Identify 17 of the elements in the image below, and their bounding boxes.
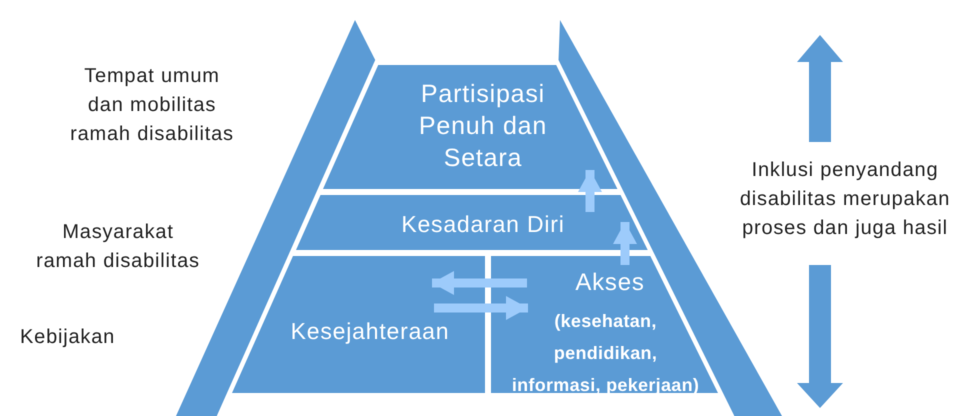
block-arrow — [578, 170, 602, 212]
pyramid-layer — [322, 65, 618, 189]
block-arrow — [613, 222, 637, 265]
pyramid-layer — [491, 256, 718, 393]
block-arrow — [432, 271, 527, 295]
side-label: Inklusi penyandang disabilitas merupakan proses dan juga hasil — [738, 158, 952, 241]
pyramid-layer — [296, 195, 648, 250]
layer-title: Akses — [574, 268, 646, 298]
block-arrow — [434, 296, 528, 320]
layer-title: Kesejahteraan — [290, 317, 450, 345]
pyramid-layer — [232, 256, 485, 393]
side-label: Kebijakan — [20, 325, 116, 350]
layer-description: (kesehatan, pendidikan, informasi, pekerjaan) — [510, 310, 700, 397]
layer-title: Kesadaran Diri — [400, 210, 566, 238]
side-label: Masyarakat ramah disabilitas — [35, 220, 201, 274]
side-label: Tempat umum dan mobilitas ramah disabilitas — [69, 64, 235, 147]
layer-title: Partisipasi Penuh dan Setara — [418, 79, 548, 174]
